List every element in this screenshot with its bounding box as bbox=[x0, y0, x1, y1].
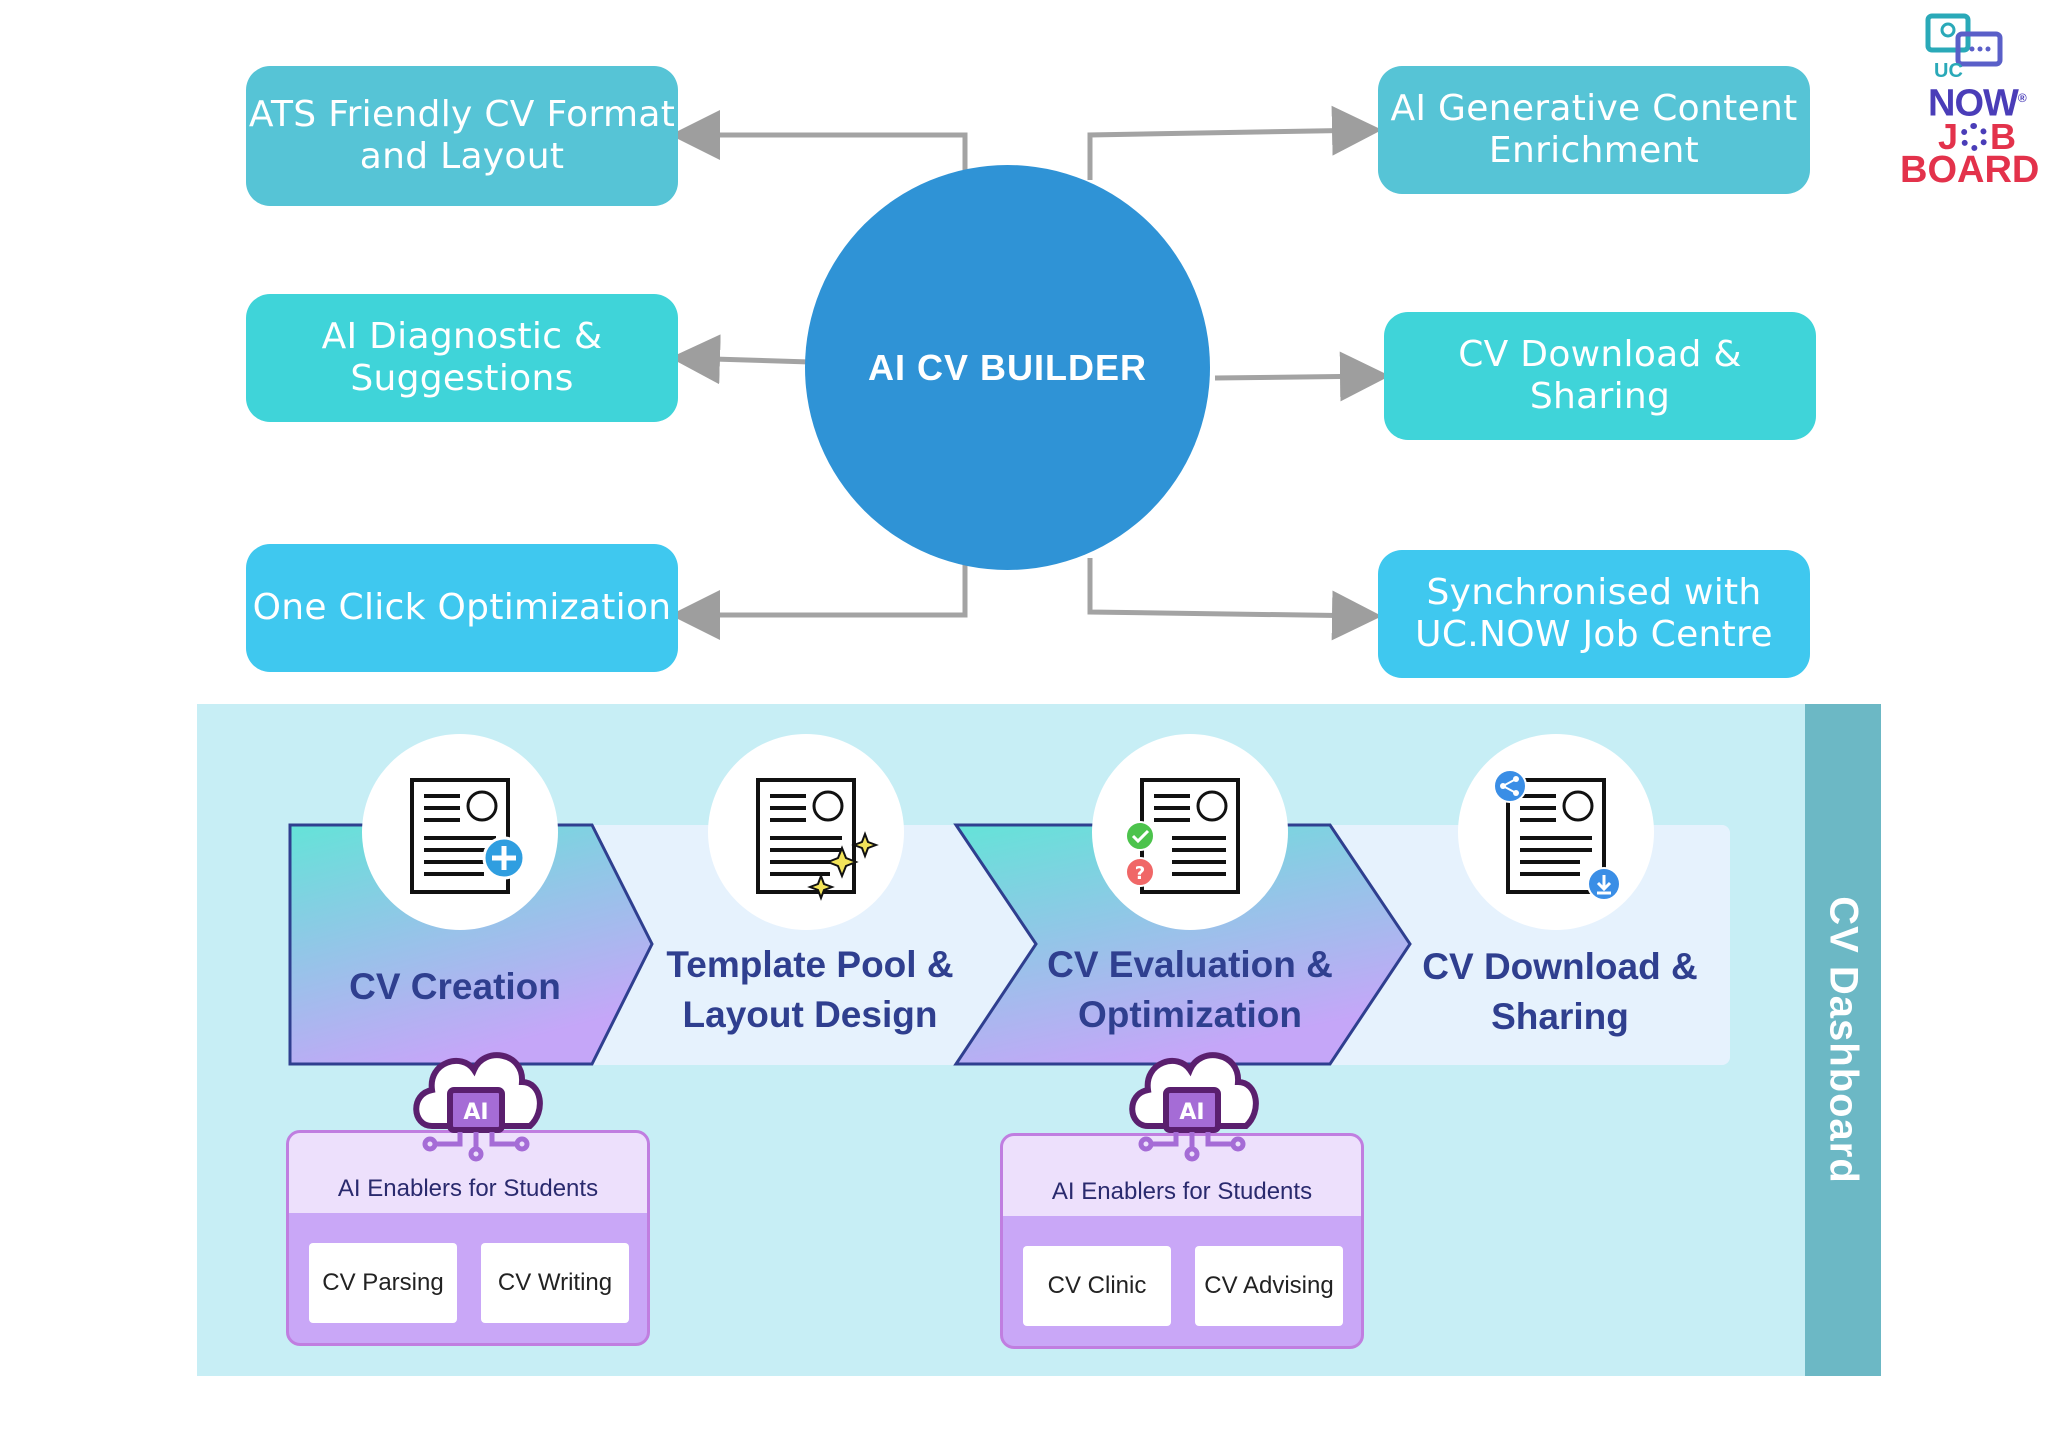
connector-generative bbox=[1087, 105, 1382, 180]
enabler-title: AI Enablers for Students bbox=[289, 1133, 647, 1213]
feature-one-click: One Click Optimization bbox=[246, 544, 678, 672]
chip-cv-parsing: CV Parsing bbox=[309, 1243, 457, 1323]
svg-text:AI: AI bbox=[463, 1100, 488, 1125]
logo-b: B bbox=[1990, 116, 2017, 157]
logo-now: NOW® bbox=[1928, 78, 2027, 125]
chip-cv-advising: CV Advising bbox=[1195, 1246, 1343, 1326]
step-cv-evaluation: CV Evaluation & Optimization bbox=[1047, 944, 1333, 1035]
ai-cloud-icon: AI bbox=[413, 1052, 543, 1162]
chip-cv-clinic: CV Clinic bbox=[1023, 1246, 1171, 1326]
svg-text:?: ? bbox=[1135, 863, 1145, 884]
connector-sync bbox=[1087, 558, 1382, 641]
logo-now-text: NOW bbox=[1928, 82, 2019, 125]
cv-sparkle-icon bbox=[756, 778, 879, 901]
ai-cloud-icon: AI bbox=[1129, 1052, 1259, 1162]
logo-j: J bbox=[1938, 116, 1959, 157]
feature-ats-friendly: ATS Friendly CV Format and Layout bbox=[246, 66, 678, 206]
hub-title: AI CV BUILDER bbox=[867, 346, 1147, 388]
logo-board: BOARD bbox=[1900, 149, 2040, 191]
cv-add-icon bbox=[410, 778, 526, 894]
feature-cv-download: CV Download & Sharing bbox=[1384, 312, 1816, 440]
step-cv-creation: CV Creation bbox=[349, 966, 561, 1007]
enabler-title: AI Enablers for Students bbox=[1003, 1136, 1361, 1216]
logo-registered: ® bbox=[2017, 91, 2027, 105]
cv-share-download-icon bbox=[1493, 769, 1621, 901]
connector-diagnostic bbox=[670, 334, 811, 385]
step-template-pool: Template Pool & Layout Design bbox=[666, 944, 954, 1035]
chevron-cv-evaluation bbox=[953, 823, 1412, 1066]
feature-synchronised: Synchronised with UC.NOW Job Centre bbox=[1378, 550, 1810, 678]
connector-download bbox=[1214, 351, 1390, 402]
connector-one-click bbox=[670, 560, 968, 640]
chip-cv-writing: CV Writing bbox=[481, 1243, 629, 1323]
cv-check-icon: ? bbox=[1125, 778, 1240, 894]
ai-enablers-creation: AI Enablers for Students CV Parsing CV W… bbox=[286, 1130, 650, 1346]
logo-uc: UC bbox=[1934, 60, 1963, 82]
feature-ai-generative: AI Generative Content Enrichment bbox=[1378, 66, 1810, 194]
step-cv-download: CV Download & Sharing bbox=[1422, 946, 1698, 1037]
feature-ai-diagnostic: AI Diagnostic & Suggestions bbox=[246, 294, 678, 422]
chat-bubbles-icon bbox=[1925, 13, 2003, 67]
ai-enablers-evaluation: AI Enablers for Students CV Clinic CV Ad… bbox=[1000, 1133, 1364, 1349]
gear-icon bbox=[1960, 123, 1989, 151]
cv-dashboard-sidebar bbox=[1805, 704, 1881, 1376]
svg-text:AI: AI bbox=[1179, 1100, 1204, 1125]
connector-ats bbox=[670, 110, 968, 170]
ai-cv-builder-hub: AI CV BUILDER bbox=[805, 165, 1210, 570]
